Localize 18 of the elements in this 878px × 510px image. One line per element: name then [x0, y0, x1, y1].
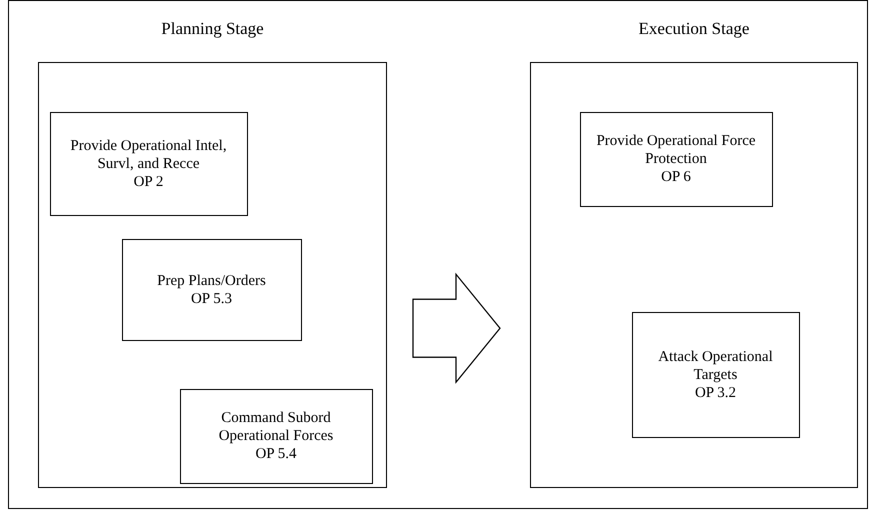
stage-heading: Execution Stage [638, 19, 750, 39]
task-box [122, 238, 302, 340]
task-name: Prep Plans/Orders [157, 272, 266, 290]
task-code: OP 5.4 [255, 445, 297, 463]
task-code: OP 3.2 [694, 384, 736, 402]
task-name: Attack Operational Targets [657, 348, 774, 384]
stage-heading: Planning Stage [161, 19, 264, 39]
task-box [580, 112, 772, 206]
task-name: Provide Operational Intel, Survl, and Recce [69, 136, 228, 172]
task-code: OP 6 [661, 168, 691, 186]
task-box [632, 312, 800, 438]
task-code: OP 5.3 [190, 290, 232, 308]
task-name: Command Subord Operational Forces [218, 409, 334, 445]
task-box [50, 112, 248, 216]
task-code: OP 2 [134, 172, 164, 190]
block-arrow [412, 272, 501, 384]
task-name: Provide Operational Force Protection [595, 132, 757, 168]
task-box [180, 388, 372, 484]
